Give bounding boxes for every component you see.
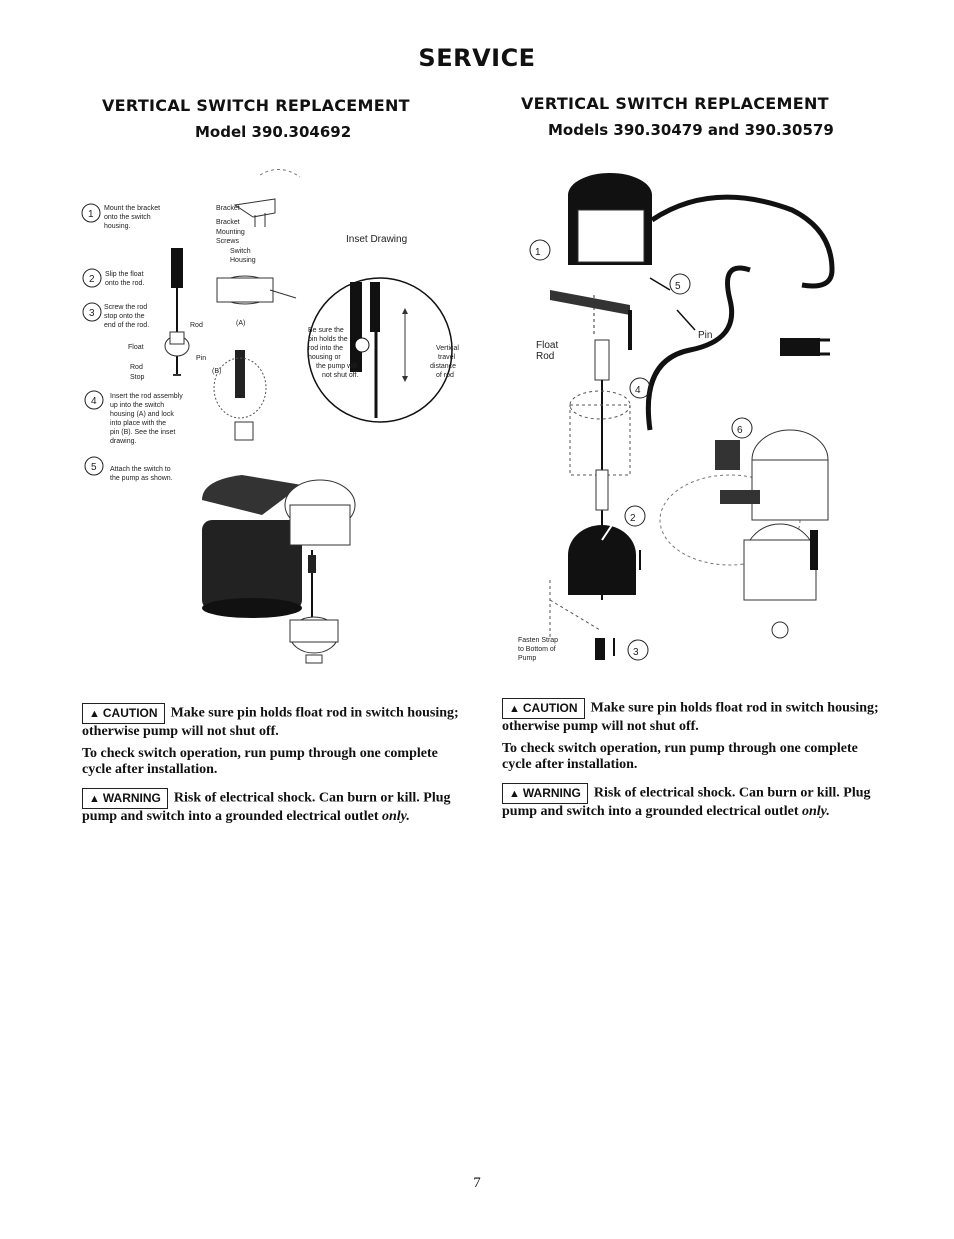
callout-4: 4 xyxy=(629,377,651,399)
caution-badge: ▲CAUTION xyxy=(82,703,165,724)
svg-text:Screw the rod: Screw the rod xyxy=(104,304,147,311)
step-4: 4 Insert the rod assembly up into the sw… xyxy=(84,390,183,445)
right-diagram: 1 5 4 6 2 3 Pin Float Rod Fasten Strap t… xyxy=(518,173,835,662)
svg-text:3: 3 xyxy=(89,308,95,319)
label-housing: Housing xyxy=(230,257,256,264)
svg-text:end of the rod.: end of the rod. xyxy=(104,322,149,329)
warning-triangle-icon: ▲ xyxy=(509,703,520,715)
svg-text:pin holds the: pin holds the xyxy=(308,336,348,343)
label-bracket: Bracket xyxy=(216,205,240,212)
svg-text:Be sure the: Be sure the xyxy=(308,327,344,334)
label-screws: Screws xyxy=(216,238,239,245)
svg-text:1: 1 xyxy=(535,247,541,258)
left-heading: VERTICAL SWITCH REPLACEMENT xyxy=(102,96,410,115)
label-a: (A) xyxy=(236,320,245,327)
step-3: 3 Screw the rod stop onto the end of the… xyxy=(82,302,149,329)
svg-text:1: 1 xyxy=(88,209,94,220)
warning-triangle-icon: ▲ xyxy=(89,793,100,805)
label-pin: Pin xyxy=(698,330,712,341)
callout-3: 3 xyxy=(627,639,649,661)
svg-text:onto the switch: onto the switch xyxy=(104,214,151,221)
svg-text:2: 2 xyxy=(89,274,95,285)
label-b: (B) xyxy=(212,368,221,375)
callout-6: 6 xyxy=(731,417,753,439)
svg-text:housing or: housing or xyxy=(308,354,341,361)
svg-text:onto the rod.: onto the rod. xyxy=(105,280,144,287)
svg-text:pin (B). See the inset: pin (B). See the inset xyxy=(110,429,175,436)
warning-badge: ▲WARNING xyxy=(502,783,588,804)
label-stop: Stop xyxy=(130,374,145,381)
label-rod: Rod xyxy=(190,322,203,329)
warning-badge: ▲WARNING xyxy=(82,788,168,809)
left-diagram: 1 Mount the bracket onto the switch hous… xyxy=(81,169,459,664)
svg-text:of rod: of rod xyxy=(436,372,454,379)
svg-text:Insert the rod assembly: Insert the rod assembly xyxy=(110,393,183,400)
fasten-strap-note: Fasten Strap to Bottom of Pump xyxy=(518,637,558,662)
label-float: Float xyxy=(128,344,144,351)
svg-text:2: 2 xyxy=(630,513,636,524)
svg-text:Slip the float: Slip the float xyxy=(105,271,144,278)
callout-2: 2 xyxy=(624,505,646,527)
label-mounting: Mounting xyxy=(216,229,245,236)
label-rod: Rod xyxy=(536,351,554,362)
svg-text:Fasten Strap: Fasten Strap xyxy=(518,637,558,644)
left-model: Model 390.304692 xyxy=(195,123,352,141)
svg-text:to Bottom of: to Bottom of xyxy=(518,646,556,653)
step-2: 2 Slip the float onto the rod. xyxy=(82,268,144,288)
right-heading: VERTICAL SWITCH REPLACEMENT xyxy=(521,94,829,113)
right-check: To check switch operation, run pump thro… xyxy=(502,741,858,772)
caution-badge: ▲CAUTION xyxy=(502,698,585,719)
svg-text:rod into the: rod into the xyxy=(308,345,343,352)
vertical-travel-note: Vertical travel distance of rod xyxy=(430,345,459,379)
svg-text:drawing.: drawing. xyxy=(110,438,137,445)
warning-triangle-icon: ▲ xyxy=(89,708,100,720)
page-title: SERVICE xyxy=(418,44,536,72)
svg-text:into place with the: into place with the xyxy=(110,420,166,427)
svg-text:not shut off.: not shut off. xyxy=(322,372,359,379)
svg-text:the pump as shown.: the pump as shown. xyxy=(110,475,173,482)
svg-text:the pump will: the pump will xyxy=(316,363,357,370)
svg-text:3: 3 xyxy=(633,647,639,658)
svg-text:up into the switch: up into the switch xyxy=(110,402,164,409)
svg-text:travel: travel xyxy=(438,354,456,361)
svg-text:4: 4 xyxy=(635,385,641,396)
page-number: 7 xyxy=(473,1175,481,1191)
label-inset-drawing: Inset Drawing xyxy=(346,234,407,245)
callout-1: 1 xyxy=(529,239,551,261)
svg-text:5: 5 xyxy=(675,281,681,292)
label-pin: Pin xyxy=(196,355,206,362)
label-bracket-2: Bracket xyxy=(216,219,240,226)
callout-5: 5 xyxy=(669,273,691,295)
step-5: 5 Attach the switch to the pump as shown… xyxy=(84,456,173,482)
svg-text:Vertical: Vertical xyxy=(436,345,459,352)
svg-text:6: 6 xyxy=(737,425,743,436)
svg-text:Mount the bracket: Mount the bracket xyxy=(104,205,160,212)
svg-text:housing.: housing. xyxy=(104,223,131,230)
svg-text:Attach the switch to: Attach the switch to xyxy=(110,466,171,473)
warning-triangle-icon: ▲ xyxy=(509,788,520,800)
svg-text:distance: distance xyxy=(430,363,456,370)
inset-note: Be sure the pin holds the rod into the h… xyxy=(308,327,359,379)
left-check: To check switch operation, run pump thro… xyxy=(82,746,438,777)
right-model: Models 390.30479 and 390.30579 xyxy=(548,121,834,139)
svg-text:5: 5 xyxy=(91,462,97,473)
svg-text:4: 4 xyxy=(91,396,97,407)
label-rod-2: Rod xyxy=(130,364,143,371)
label-switch: Switch xyxy=(230,248,251,255)
svg-text:stop onto the: stop onto the xyxy=(104,313,145,320)
svg-text:housing (A) and lock: housing (A) and lock xyxy=(110,411,174,418)
svg-text:Pump: Pump xyxy=(518,655,536,662)
step-1: 1 Mount the bracket onto the switch hous… xyxy=(81,203,160,230)
label-float: Float xyxy=(536,340,558,351)
